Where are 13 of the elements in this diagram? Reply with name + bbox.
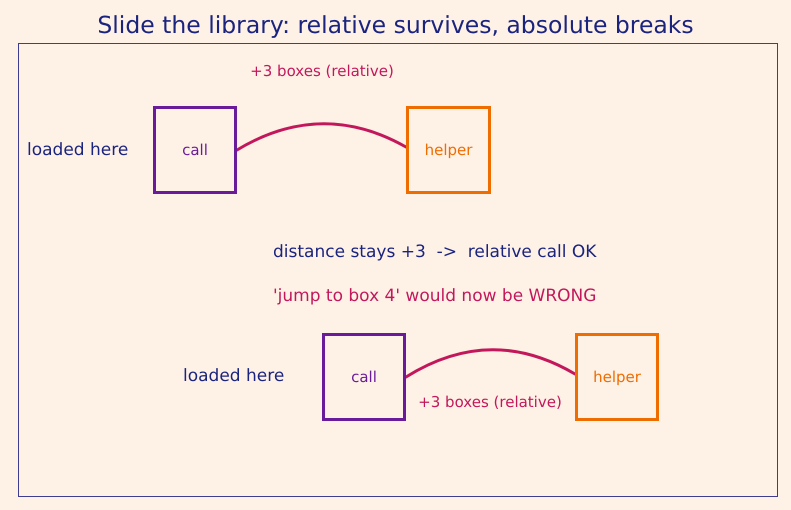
connector-curve [236,122,408,152]
warning-text: 'jump to box 4' would now be WRONG [273,285,596,307]
diagram-title: Slide the library: relative survives, absolute breaks [97,10,694,40]
memory-box: helper [575,333,659,421]
note-text: distance stays +3 -> relative call OK [273,241,596,263]
memory-box: helper [406,106,491,194]
location-label: loaded here [183,365,284,387]
edge-label: +3 boxes (relative) [418,392,562,412]
edge-label: +3 boxes (relative) [250,61,394,81]
connector-curve [404,348,576,378]
memory-box: call [322,333,406,421]
location-label: loaded here [27,139,128,161]
memory-box: call [153,106,237,194]
